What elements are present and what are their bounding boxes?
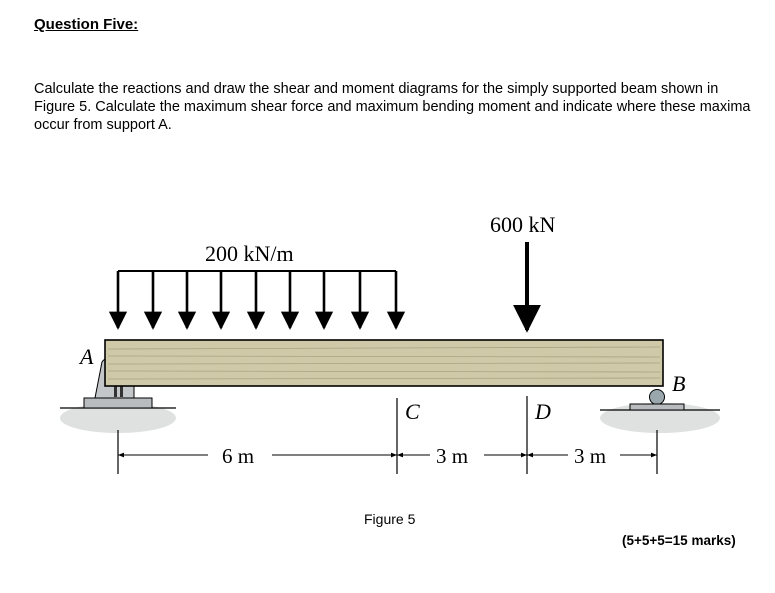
question-heading: Question Five: [34,16,139,33]
dimension-label-2: 3 m [436,444,468,468]
point-c-label: C [405,399,420,424]
figure-caption: Figure 5 [364,511,416,527]
dimension-label-3: 3 m [574,444,606,468]
beam [104,339,664,387]
distributed-load [108,270,406,330]
point-load-label: 600 kN [490,212,556,237]
marks-allocation: (5+5+5=15 marks) [622,533,736,548]
support-a-label: A [78,344,94,369]
question-text: Calculate the reactions and draw the she… [34,81,751,133]
distributed-load-label: 200 kN/m [205,241,294,266]
ground-left [60,403,176,433]
point-d-label: D [534,399,551,424]
roller-support-b [629,389,685,411]
support-b-label: B [672,371,685,396]
dimension-label-1: 6 m [222,444,254,468]
